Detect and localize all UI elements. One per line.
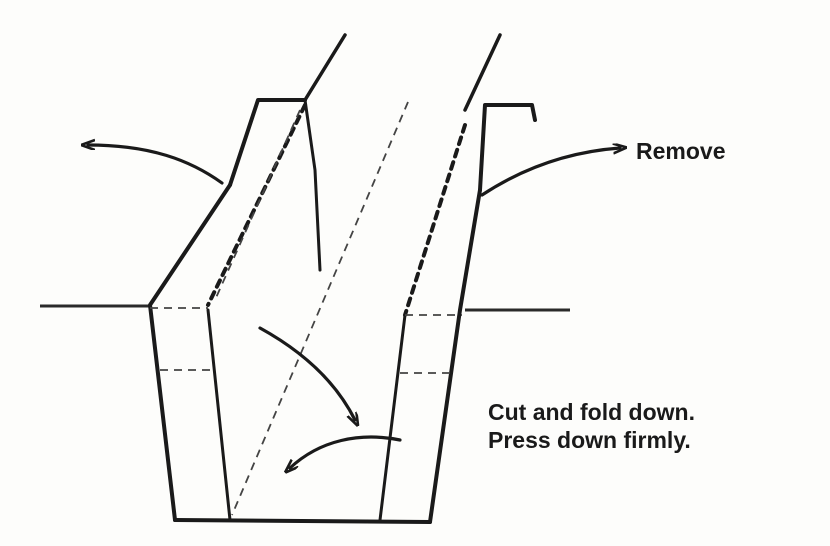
cut-strips bbox=[303, 33, 502, 112]
instruction-line-2: Press down firmly. bbox=[488, 427, 691, 453]
ground-line bbox=[40, 304, 570, 312]
remove-arrow-right bbox=[480, 148, 620, 197]
instruction-text: Cut and fold down. Press down firmly. bbox=[488, 398, 695, 454]
fold-lines-dashed bbox=[206, 103, 467, 317]
fold-down-arrow-left bbox=[258, 326, 355, 420]
inner-walls bbox=[206, 98, 407, 522]
remove-arrow-left bbox=[88, 145, 224, 185]
hidden-lines-dashed bbox=[150, 101, 462, 516]
fold-down-arrow-right bbox=[290, 435, 402, 468]
instruction-line-1: Cut and fold down. bbox=[488, 399, 695, 425]
remove-label: Remove bbox=[636, 138, 726, 164]
block-outline bbox=[148, 98, 537, 524]
